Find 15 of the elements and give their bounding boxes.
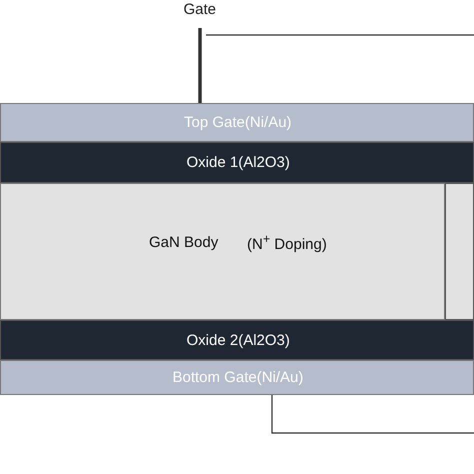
oxide-layer (0, 320, 474, 360)
layer-label: Oxide 2(Al2O3) (186, 332, 290, 348)
contact-region (445, 183, 474, 320)
top-gate-layer (0, 103, 474, 142)
wire (271, 395, 474, 434)
oxide-layer (0, 142, 474, 183)
bottom-gate-layer (0, 360, 474, 395)
gate-lead (198, 28, 202, 103)
layer-label: GaN Body (149, 234, 218, 251)
terminal-label: Gate (184, 0, 216, 18)
layer-label: Oxide 1(Al2O3) (186, 154, 290, 171)
doping-label: (N$^{+}$ Doping) (247, 232, 327, 253)
gan-body-layer (0, 183, 445, 320)
layer-label: Bottom Gate(Ni/Au) (172, 369, 304, 386)
layer-label: Top Gate(Ni/Au) (184, 114, 292, 131)
